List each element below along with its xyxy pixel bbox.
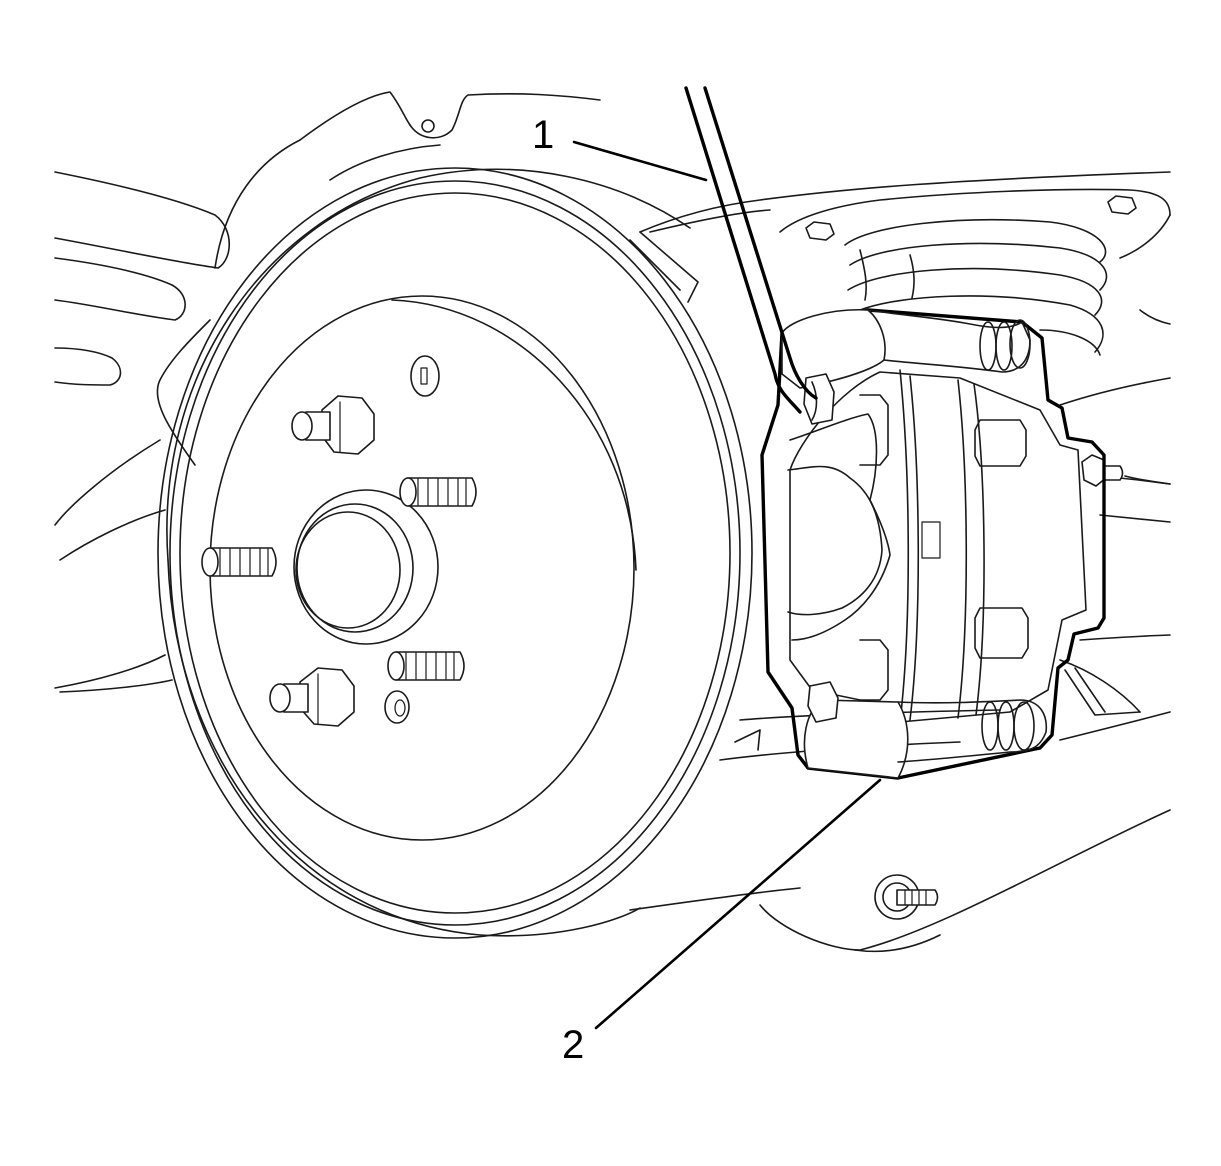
callout-2-label: 2 (562, 1023, 584, 1067)
brake-caliper (760, 308, 1106, 780)
wheel-hub (201, 355, 477, 727)
callout-2-leader (594, 778, 882, 1030)
callout-1-label: 1 (532, 113, 554, 157)
suspension-structure (629, 171, 1171, 953)
vehicle-body-lines (54, 91, 601, 693)
callout-1-leader (572, 140, 708, 182)
caliper-tool (684, 86, 818, 414)
